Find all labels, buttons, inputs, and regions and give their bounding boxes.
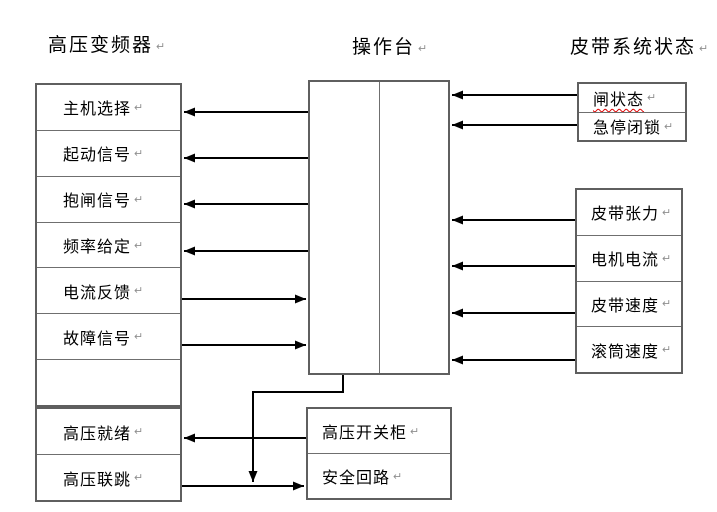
return-mark-icon: ↵ (418, 43, 428, 55)
cell-estop-interlock: 急停闭锁↵ (579, 111, 685, 141)
cell-current-feedback-label: 电流反馈 (63, 284, 132, 302)
cell-hv-interlock-trip-label: 高压联跳 (63, 471, 132, 489)
cell-hv-ready: 高压就绪↵ (37, 409, 180, 454)
return-mark-icon: ↵ (699, 43, 709, 55)
cell-drum-speed: 滚筒速度↵ (577, 326, 681, 372)
cell-fault-signal: 故障信号↵ (37, 313, 180, 359)
hv-cabinet-group: 高压开关柜↵ 安全回路↵ (306, 407, 452, 500)
belt-status-bottom-group: 皮带张力↵ 电机电流↵ 皮带速度↵ 滚筒速度↵ (575, 188, 683, 374)
cell-frequency-set: 频率给定↵ (37, 221, 180, 268)
cell-estop-interlock-label: 急停闭锁 (593, 120, 662, 138)
cell-frequency-set-label: 频率给定 (63, 239, 132, 256)
cell-belt-speed: 皮带速度↵ (577, 280, 681, 327)
return-mark-icon: ↵ (410, 425, 420, 438)
vfd-signal-group: 主机选择↵ 起动信号↵ 抱闸信号↵ 频率给定↵ 电流反馈↵ 故障信号↵ (35, 83, 182, 407)
cell-safety-circuit: 安全回路↵ (308, 453, 450, 498)
cell-hv-ready-label: 高压就绪 (63, 425, 132, 443)
cell-start-signal: 起动信号↵ (37, 129, 180, 176)
return-mark-icon: ↵ (134, 147, 144, 160)
title-console: 操作台↵ (352, 32, 427, 59)
cell-hv-interlock-trip: 高压联跳↵ (37, 454, 180, 500)
title-belt-status-text: 皮带系统状态 (570, 37, 697, 58)
cell-current-feedback: 电流反馈↵ (37, 267, 180, 313)
title-belt-status: 皮带系统状态↵ (570, 32, 708, 59)
return-mark-icon: ↵ (134, 426, 144, 438)
cell-brake-signal-label: 抱闸信号 (63, 193, 132, 211)
cell-host-select: 主机选择↵ (37, 85, 180, 130)
console-right-column (380, 82, 449, 373)
return-mark-icon: ↵ (134, 101, 144, 114)
return-mark-icon: ↵ (662, 252, 672, 265)
return-mark-icon: ↵ (156, 41, 166, 53)
console-box (308, 80, 450, 375)
cell-gate-status: 闸状态↵ (579, 84, 685, 112)
vfd-hv-group: 高压就绪↵ 高压联跳↵ (35, 407, 182, 502)
cell-drum-speed-label: 滚筒速度 (591, 343, 660, 361)
title-hv-vfd: 高压变频器↵ (48, 30, 165, 57)
cell-belt-speed-label: 皮带速度 (591, 297, 660, 315)
cell-empty (37, 359, 180, 405)
cell-belt-tension-label: 皮带张力 (591, 206, 660, 224)
belt-status-top-group: 闸状态↵ 急停闭锁↵ (577, 82, 687, 142)
cell-fault-signal-label: 故障信号 (63, 330, 132, 348)
cell-safety-circuit-label: 安全回路 (322, 470, 391, 487)
return-mark-icon: ↵ (393, 470, 403, 483)
return-mark-icon: ↵ (134, 331, 144, 344)
console-left-column (310, 82, 380, 373)
cell-hv-switch-cabinet: 高压开关柜↵ (308, 409, 450, 453)
title-hv-vfd-text: 高压变频器 (48, 35, 154, 56)
return-mark-icon: ↵ (134, 239, 144, 252)
cell-hv-switch-cabinet-label: 高压开关柜 (322, 425, 408, 442)
return-mark-icon: ↵ (134, 285, 144, 298)
cell-motor-current: 电机电流↵ (577, 234, 681, 281)
title-console-text: 操作台 (352, 37, 416, 58)
cell-gate-status-label: 闸状态 (593, 91, 645, 109)
cell-host-select-label: 主机选择 (63, 101, 132, 119)
return-mark-icon: ↵ (662, 206, 672, 219)
return-mark-icon: ↵ (662, 298, 672, 311)
return-mark-icon: ↵ (134, 193, 144, 206)
cell-motor-current-label: 电机电流 (591, 252, 660, 270)
return-mark-icon: ↵ (647, 92, 657, 105)
cell-brake-signal: 抱闸信号↵ (37, 175, 180, 222)
return-mark-icon: ↵ (134, 472, 144, 484)
cell-start-signal-label: 起动信号 (63, 147, 132, 165)
return-mark-icon: ↵ (664, 120, 674, 133)
return-mark-icon: ↵ (662, 344, 672, 357)
cell-belt-tension: 皮带张力↵ (577, 190, 681, 235)
